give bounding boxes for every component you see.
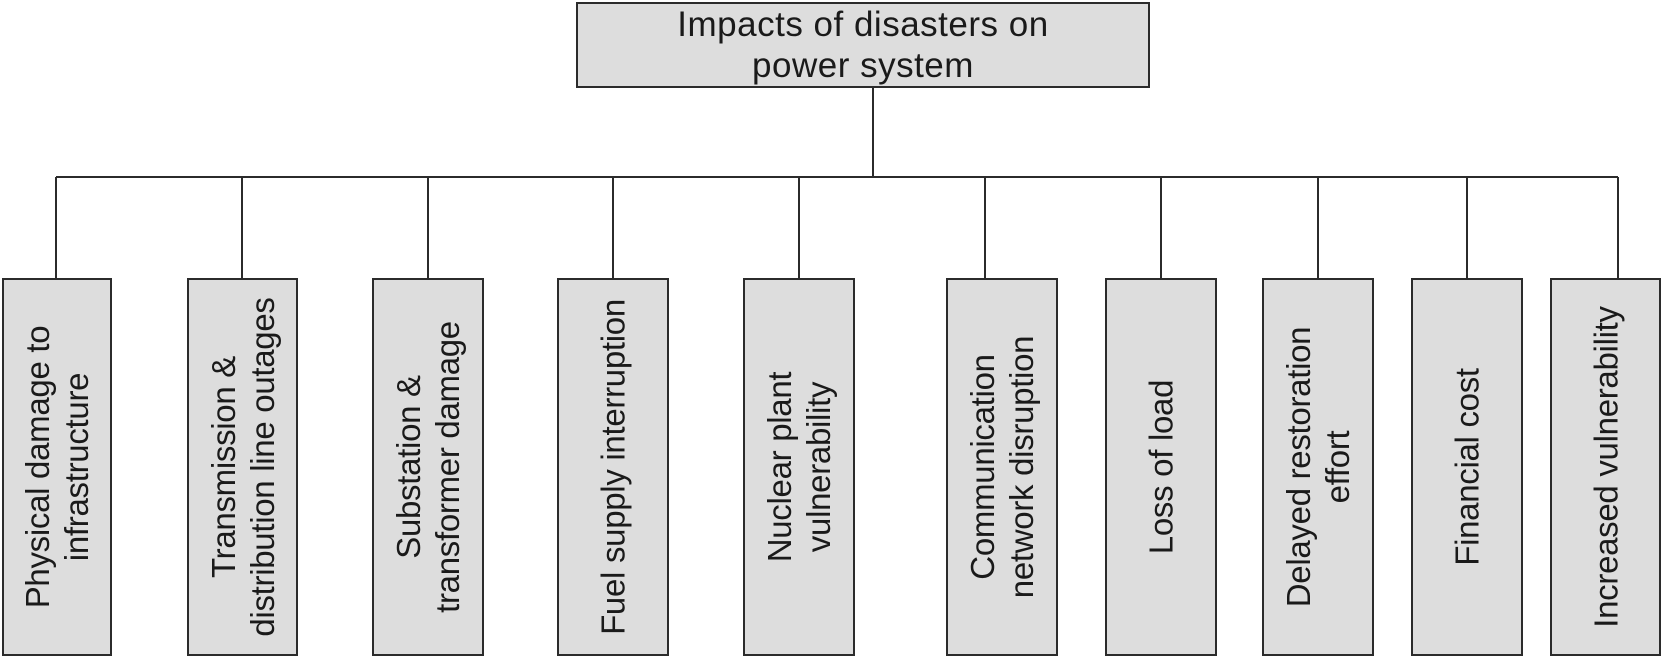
impact-loss-of-load: Loss of load	[1105, 278, 1217, 656]
impact-label: Transmission & distribution line outages	[204, 283, 282, 651]
impact-label: Physical damage to infrastructure	[18, 283, 96, 651]
impact-label: Nuclear plant vulnerability	[760, 283, 838, 651]
impact-label-line: Physical damage to	[19, 325, 56, 609]
impact-label: Increased vulnerability	[1586, 283, 1625, 651]
impact-label: Fuel supply interruption	[594, 283, 633, 651]
root-title-line: Impacts of disasters on	[677, 5, 1049, 44]
impact-label-line: distribution line outages	[243, 297, 281, 637]
impact-label-line: Delayed restoration	[1280, 326, 1317, 608]
impact-fuel-supply: Fuel supply interruption	[557, 278, 669, 656]
impact-label: Communication network disruption	[963, 283, 1041, 651]
root-title-line: power system	[752, 46, 974, 85]
impact-label: Financial cost	[1448, 283, 1487, 651]
impact-label-line: Loss of load	[1142, 379, 1180, 555]
impact-label: Delayed restoration effort	[1279, 283, 1357, 651]
impact-label: Loss of load	[1142, 283, 1181, 651]
impact-label: Substation & transformer damage	[389, 283, 467, 651]
impact-label-line: vulnerability	[800, 381, 837, 553]
impact-nuclear-plant: Nuclear plant vulnerability	[743, 278, 855, 656]
impact-increased-vulnerability: Increased vulnerability	[1550, 278, 1661, 656]
impact-delayed-restoration: Delayed restoration effort	[1262, 278, 1374, 656]
impact-label-line: transformer damage	[429, 321, 466, 613]
impact-financial-cost: Financial cost	[1411, 278, 1523, 656]
impact-label-line: Substation &	[390, 375, 427, 559]
impact-physical-damage: Physical damage to infrastructure	[2, 278, 112, 656]
impact-line-outages: Transmission & distribution line outages	[187, 278, 298, 656]
impact-label-line: Transmission &	[204, 356, 242, 578]
impact-label-line: effort	[1319, 430, 1356, 504]
root-title: Impacts of disasters on power system	[677, 4, 1048, 86]
impact-substation-damage: Substation & transformer damage	[372, 278, 484, 656]
impact-label-line: Communication	[964, 354, 1001, 580]
impact-label-line: Nuclear plant	[761, 371, 798, 563]
impact-label-line: infrastructure	[58, 372, 95, 562]
impact-label-line: Fuel supply interruption	[594, 299, 632, 635]
root-node: Impacts of disasters on power system	[576, 2, 1150, 88]
impact-communication: Communication network disruption	[946, 278, 1058, 656]
impact-label-line: Financial cost	[1448, 368, 1486, 566]
impact-label-line: Increased vulnerability	[1587, 306, 1624, 628]
impact-label-line: network disruption	[1003, 335, 1040, 599]
